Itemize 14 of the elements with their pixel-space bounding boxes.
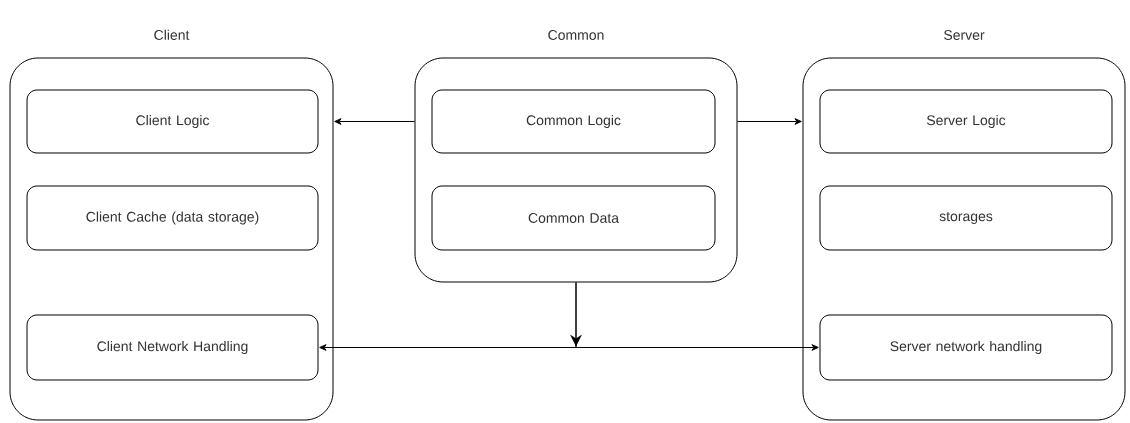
component-box: Server Logic bbox=[819, 89, 1113, 154]
node-label: Server bbox=[944, 30, 985, 40]
component-box: Common Data bbox=[431, 185, 716, 251]
arrow bbox=[737, 118, 802, 125]
arrow bbox=[575, 282, 819, 351]
component-box: Client Logic bbox=[26, 89, 319, 154]
component-box: Server network handling bbox=[819, 314, 1113, 381]
component-box: Common Logic bbox=[431, 89, 716, 154]
node-label: Common bbox=[548, 30, 604, 40]
component-box: Client Cache (data storage) bbox=[26, 185, 319, 251]
arrow bbox=[334, 118, 415, 125]
component-box: Client Network Handling bbox=[26, 314, 319, 381]
component-box: storages bbox=[819, 185, 1113, 251]
node-label: Client bbox=[154, 29, 190, 40]
